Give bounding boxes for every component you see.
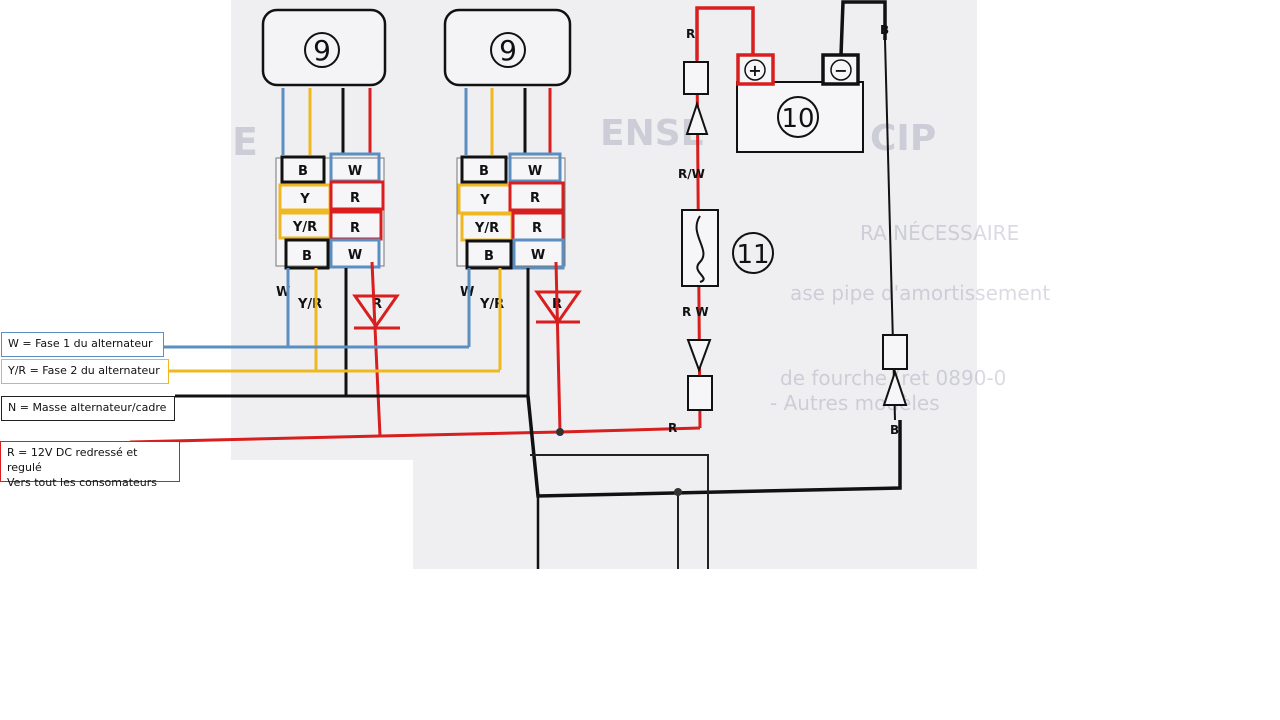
wire-label: R W <box>682 305 709 319</box>
connector-leads-middle <box>464 88 552 155</box>
pin-label: W <box>531 248 545 263</box>
legend-12v-line2: Vers tout les consomateurs <box>7 476 158 489</box>
pin-label: R <box>530 191 540 206</box>
svg-text:E: E <box>232 120 258 164</box>
faded-manual-text: E ENSE CIP RA NÉCESSAIRE ase pipe d'amor… <box>232 113 1050 415</box>
svg-text:ase pipe d'amortissement: ase pipe d'amortissement <box>790 281 1050 305</box>
legend-phase-1-text: W = Fase 1 du alternateur <box>8 337 153 350</box>
connector-symbol-bottom <box>686 339 713 411</box>
battery-positive-terminal <box>736 53 775 86</box>
plus-sign: + <box>748 61 761 80</box>
connector-housing <box>443 8 572 87</box>
pin-label: W <box>348 164 362 179</box>
pin-label: R <box>532 221 542 236</box>
svg-text:RA NÉCESSAIRE: RA NÉCESSAIRE <box>860 221 1019 245</box>
legend-12v-line1: R = 12V DC redressé et regulé <box>7 446 138 474</box>
legend-leader-lines <box>129 345 701 444</box>
legend-ground: N = Masse alternateur/cadre <box>1 396 175 421</box>
pin-box <box>460 155 508 184</box>
callout-circle <box>732 232 774 274</box>
fuse-11: 11 <box>681 209 774 287</box>
legend-phase-2: Y/R = Fase 2 du alternateur <box>1 359 169 384</box>
pin-box <box>284 238 330 270</box>
connector-symbol-top <box>683 61 709 135</box>
drop-wires <box>286 268 530 396</box>
rectifier-diode-left <box>352 261 400 437</box>
svg-text:CIP: CIP <box>870 118 936 159</box>
svg-text:- Autres modèles: - Autres modèles <box>770 391 940 415</box>
wire-label: R <box>668 421 677 435</box>
pin-label: R <box>350 191 360 206</box>
fuse-number: 11 <box>736 240 769 270</box>
pin-box <box>512 238 565 270</box>
pin-label: Y/R <box>292 220 317 235</box>
right-wire-labels: R R/W R W R B B <box>668 23 899 437</box>
pin-box <box>329 238 381 269</box>
wire-label: R/W <box>678 167 705 181</box>
pin-label: B <box>298 164 308 179</box>
pin-box <box>465 239 513 270</box>
minus-sign: − <box>834 61 847 80</box>
rectifier-diode-middle <box>534 261 582 433</box>
battery-10: + − 10 <box>736 53 864 153</box>
wire-label: R <box>372 297 382 312</box>
pin-label: Y/R <box>474 221 499 236</box>
wire-label: Y/R <box>479 297 504 312</box>
pin-box <box>508 181 565 212</box>
legend-12v: R = 12V DC redressé et regulé Vers tout … <box>0 441 180 489</box>
connector-leads-left <box>281 88 372 155</box>
erased-area <box>231 460 413 569</box>
pin-label: Y <box>299 192 310 207</box>
pin-label: R <box>350 221 360 236</box>
legend-phase-2-text: Y/R = Fase 2 du alternateur <box>8 364 160 377</box>
legend-phase-1: W = Fase 1 du alternateur <box>1 332 164 357</box>
pin-label: W <box>528 164 542 179</box>
connector-number: 9 <box>499 34 517 67</box>
wire-label: B <box>880 23 889 37</box>
battery-number: 10 <box>781 104 814 134</box>
wire-label: B <box>890 423 899 437</box>
connector-9-left: 9 <box>261 8 387 87</box>
pin-box <box>280 155 326 184</box>
wire-label: W <box>460 285 474 300</box>
pin-label: W <box>348 248 362 263</box>
pins-left: B W Y R Y/R R B W <box>278 152 385 270</box>
connector-symbol-right <box>882 334 908 406</box>
legend-ground-text: N = Masse alternateur/cadre <box>8 401 167 414</box>
connector-9-middle: 9 <box>443 8 572 87</box>
wire-labels: W Y/R R W Y/R R <box>276 285 562 312</box>
callout-circle <box>777 96 819 138</box>
wire-label: R <box>686 27 695 41</box>
pins-middle: B W Y R Y/R R B W <box>457 152 565 270</box>
callout-circle <box>304 32 340 68</box>
pin-label: Y <box>479 193 490 208</box>
pin-label: B <box>302 249 312 264</box>
connector-number: 9 <box>313 34 331 67</box>
pin-label: B <box>479 164 489 179</box>
pin-box <box>508 152 562 183</box>
wire-label: Y/R <box>297 297 322 312</box>
pin-label: B <box>484 249 494 264</box>
callout-circle <box>490 32 526 68</box>
pin-box <box>329 180 385 211</box>
connector-housing <box>261 8 387 87</box>
